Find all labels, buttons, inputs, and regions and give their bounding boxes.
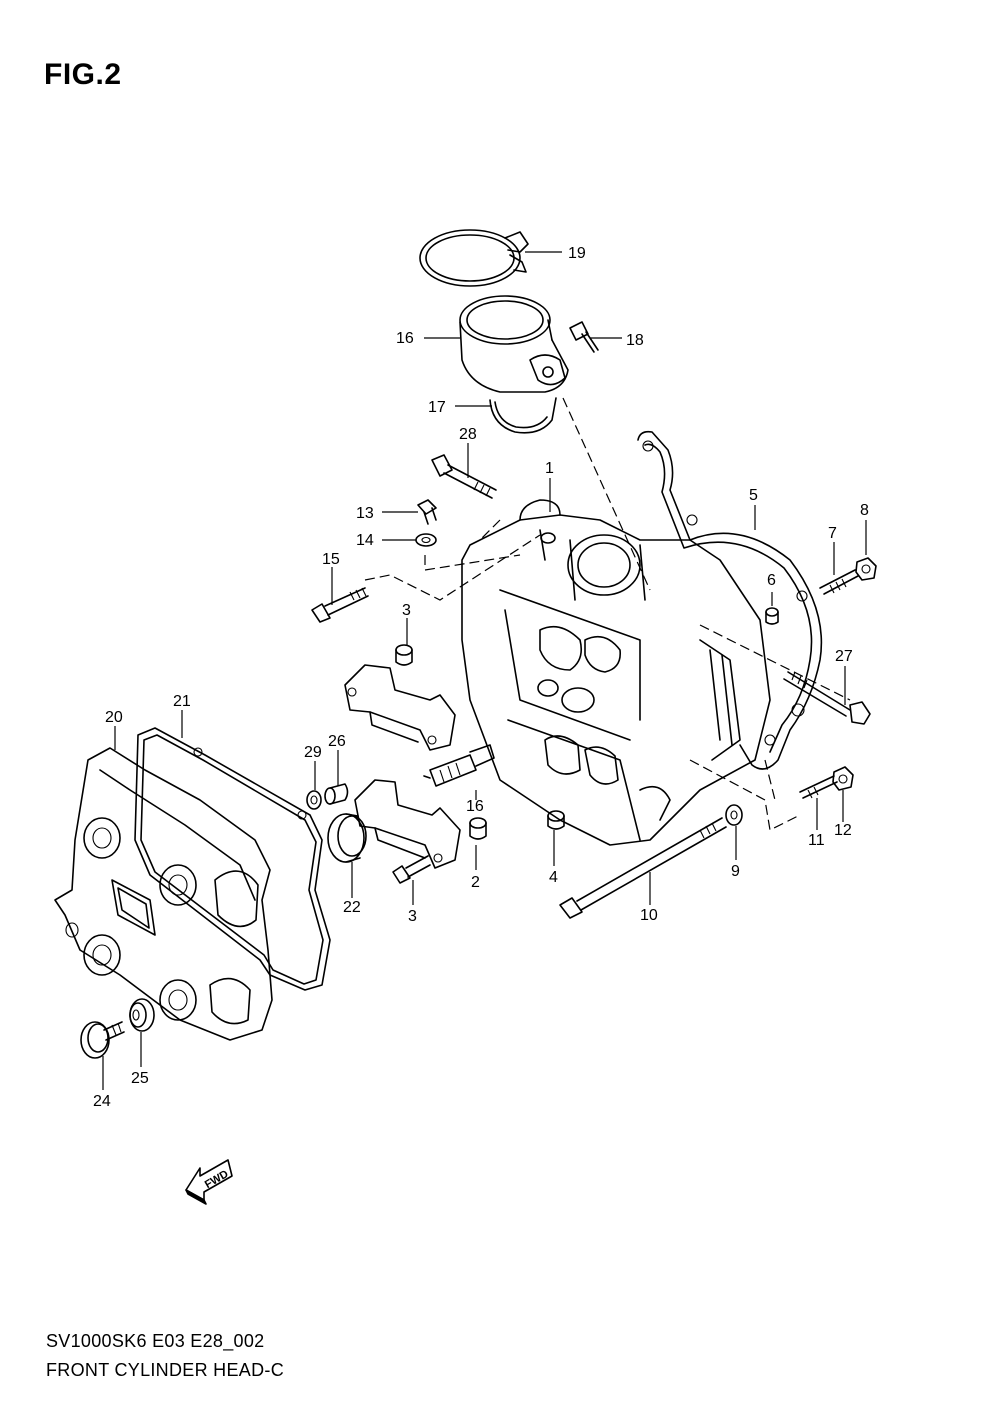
callout-11: 11 xyxy=(808,832,825,849)
part-4-dowel xyxy=(547,810,565,830)
part-10-long-bolt xyxy=(559,817,727,919)
callout-27: 28 xyxy=(459,426,477,443)
figure-code: SV1000SK6 E03 E28_002 xyxy=(46,1331,265,1351)
part-23-seal xyxy=(327,813,367,863)
callout-14: 14 xyxy=(356,532,374,549)
part-8-nut xyxy=(855,557,877,581)
assembly-guide-lines xyxy=(364,397,851,831)
callout-17: 16 xyxy=(396,330,414,347)
callout-1: 1 xyxy=(545,460,554,477)
part-17-intake-pipe xyxy=(459,295,569,393)
part-3-bolt-lower xyxy=(392,855,431,884)
callout-18: 17 xyxy=(428,399,446,416)
part-14-washer xyxy=(415,533,437,547)
part-24-bolt xyxy=(80,1021,125,1059)
callout-10: 10 xyxy=(640,907,658,924)
part-3-dowel-upper xyxy=(395,644,413,666)
part-9-washer xyxy=(725,804,743,826)
callout-3-lower: 3 xyxy=(408,908,417,925)
callout-26: 26 xyxy=(328,733,346,750)
camshaft-holder-upper xyxy=(344,664,456,751)
part-28-bolt xyxy=(783,671,871,725)
callout-9: 9 xyxy=(731,863,740,880)
part-27-bolt xyxy=(431,454,497,499)
callout-3-upper: 3 xyxy=(402,602,411,619)
part-5-gasket xyxy=(637,430,823,770)
callout-5: 5 xyxy=(749,487,758,504)
callout-leader-lines xyxy=(102,251,867,1090)
callout-22: 21 xyxy=(173,693,191,710)
callout-2: 2 xyxy=(471,874,480,891)
part-26-dowel xyxy=(324,783,349,805)
part-7-stud xyxy=(819,569,859,595)
camshaft-holder-lower xyxy=(354,779,461,869)
part-6-dowel xyxy=(765,607,779,625)
callout-7: 7 xyxy=(828,525,837,542)
part-21-head-cover xyxy=(54,747,273,1041)
callout-16: 16 xyxy=(466,798,484,815)
part-19-screw xyxy=(569,321,599,353)
forward-direction-marker: FWD xyxy=(185,1159,233,1205)
part-12-nut xyxy=(832,766,854,791)
callout-29: 29 xyxy=(304,744,322,761)
part-13-bolt xyxy=(417,499,437,525)
callout-28: 27 xyxy=(835,648,853,665)
part-25-grommet xyxy=(129,998,155,1032)
callout-8: 8 xyxy=(860,502,869,519)
callout-labels: 19 16 18 17 28 1 5 8 13 14 7 15 6 3 27 2… xyxy=(93,245,869,1110)
part-29-washer xyxy=(306,790,322,810)
callout-19: 18 xyxy=(626,332,644,349)
part-22-cover-gasket xyxy=(134,727,331,991)
part-20-hose-clamp xyxy=(419,229,529,287)
callout-25: 25 xyxy=(131,1070,149,1087)
figure-name: FRONT CYLINDER HEAD-C xyxy=(46,1360,284,1380)
callout-4: 4 xyxy=(549,869,558,886)
part-16-spark-plug xyxy=(423,744,495,787)
part-11-stud xyxy=(799,775,838,799)
part-18-o-ring xyxy=(489,397,557,434)
callout-21: 20 xyxy=(105,709,123,726)
part-1-cylinder-head xyxy=(461,499,771,846)
figure-title: FIG.2 xyxy=(44,58,122,91)
part-15-bolt xyxy=(311,587,369,623)
callout-15: 15 xyxy=(322,551,340,568)
callout-20: 19 xyxy=(568,245,586,262)
callout-13: 13 xyxy=(356,505,374,522)
callout-24: 24 xyxy=(93,1093,111,1110)
callout-6: 6 xyxy=(767,572,776,589)
callout-23: 22 xyxy=(343,899,361,916)
callout-12: 12 xyxy=(834,822,852,839)
part-2-dowel xyxy=(469,817,487,840)
